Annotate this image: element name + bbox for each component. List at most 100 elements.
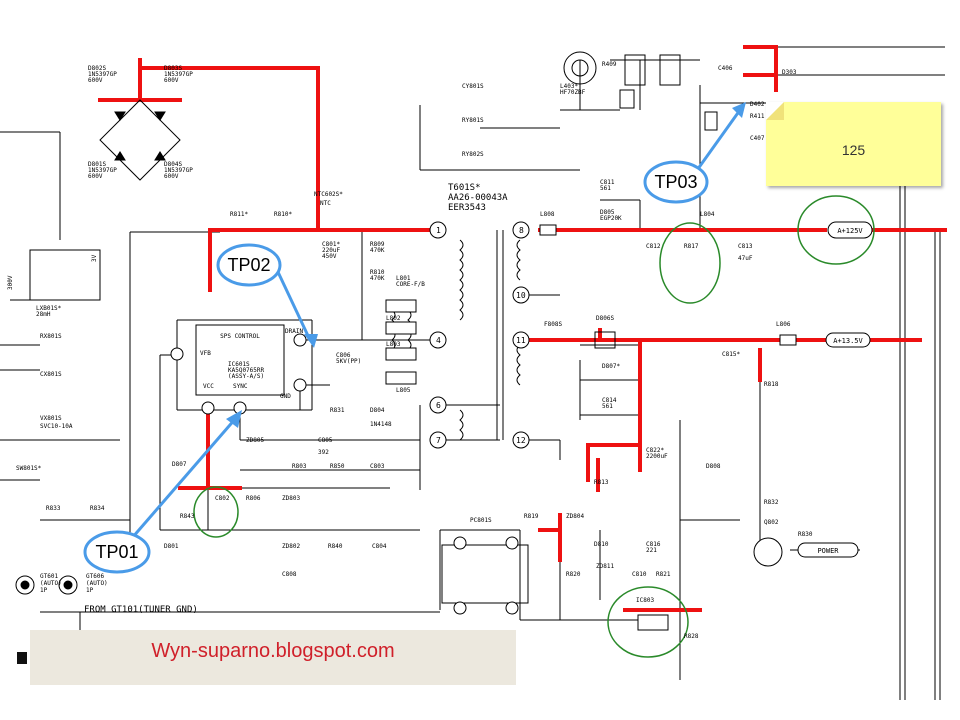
label-c406: C406 xyxy=(718,65,733,72)
label-zd805: ZD805 xyxy=(246,437,264,444)
label-d804v: 1N4148 xyxy=(370,421,392,428)
transformer-pin-1: 1 xyxy=(436,226,441,235)
label-gt601b: (AUTO) xyxy=(40,580,62,587)
label-c801vv: 450V xyxy=(322,253,337,260)
label-zd811: ZD811 xyxy=(596,563,614,570)
label-sw: SW801S* xyxy=(16,465,42,472)
label-rx: RX801S xyxy=(40,333,62,340)
tp02-bubble xyxy=(216,243,282,287)
label-c813: C813 xyxy=(738,243,753,250)
output-a125v: A+125V xyxy=(837,227,863,235)
label-r809v: 470K xyxy=(370,247,385,254)
label-c801: C801* xyxy=(322,241,340,248)
label-d804s: D804S xyxy=(164,161,182,168)
label-gt606c: 1P xyxy=(86,587,94,594)
label-c810: C810 xyxy=(632,571,647,578)
black-wiring xyxy=(0,46,945,700)
transformer-ref: T601S* xyxy=(448,183,481,193)
ic-ref: IC601S xyxy=(228,361,250,368)
label-hf70: HF70ZBF xyxy=(560,89,586,96)
label-r833: R833 xyxy=(46,505,61,512)
component-labels: NTC602S* NTC R811* R810* C801* 220uF 450… xyxy=(7,61,813,640)
label-r803: R803 xyxy=(292,463,307,470)
label-c806v: 5KV(PP) xyxy=(336,358,361,365)
label-d801: D801 xyxy=(164,543,179,550)
label-lxb: LXB01S* xyxy=(36,305,62,312)
label-c808: C808 xyxy=(282,571,297,578)
label-r811: R811* xyxy=(230,211,248,218)
ic-pin-sync: SYNC xyxy=(233,383,248,390)
label-c814v: 561 xyxy=(602,403,613,410)
note-text: 125 xyxy=(841,142,866,158)
label-from-gt101: FROM GT101(TUNER GND) xyxy=(84,605,198,615)
label-ntc: NTC602S* xyxy=(314,191,343,198)
tp01-label: TP01 xyxy=(95,542,138,562)
label-l805: L805 xyxy=(396,387,411,394)
label-c811: C811 xyxy=(600,179,615,186)
transformer-pin-6: 6 xyxy=(436,401,441,410)
output-a13v: A+13.5V xyxy=(833,337,863,345)
label-c805v: 392 xyxy=(318,449,329,456)
tp02-label: TP02 xyxy=(227,255,270,275)
label-r818: R818 xyxy=(764,381,779,388)
callout-bubbles xyxy=(83,160,709,574)
label-c803: C803 xyxy=(370,463,385,470)
label-c816v: 221 xyxy=(646,547,657,554)
label-d804: D804 xyxy=(370,407,385,414)
label-c804: C804 xyxy=(372,543,387,550)
label-core1: CORE-F/B xyxy=(396,281,425,288)
label-c811v: 561 xyxy=(600,185,611,192)
transformer-pin-7: 7 xyxy=(436,436,441,445)
ic-pin-vfb: VFB xyxy=(200,350,211,357)
tp03-bubble xyxy=(643,160,709,204)
label-r809: R809 xyxy=(370,241,385,248)
sticky-note[interactable]: 125 xyxy=(766,102,941,186)
label-300v: 300V xyxy=(7,275,14,290)
label-ry801: RY801S xyxy=(462,117,484,124)
arrow-heads xyxy=(226,102,746,428)
label-d803s-volt: 600V xyxy=(164,77,179,84)
label-r832: R832 xyxy=(764,499,779,506)
label-d807: D807 xyxy=(172,461,187,468)
label-pc801: PC801S xyxy=(470,517,492,524)
label-c813v: 47uF xyxy=(738,255,753,262)
label-r813: R813 xyxy=(594,479,609,486)
label-svc: SVC10-10A xyxy=(40,423,73,430)
label-r850: R850 xyxy=(330,463,345,470)
label-r817: R817 xyxy=(684,243,699,250)
label-zd804: ZD804 xyxy=(566,513,584,520)
slide-marker xyxy=(17,652,27,664)
label-d801s-volt: 600V xyxy=(88,173,103,180)
watermark-text: Wyn-suparno.blogspot.com xyxy=(151,640,395,662)
label-d802s-volt: 600V xyxy=(88,77,103,84)
ic-pin-drain: DRAIN xyxy=(285,328,303,335)
label-d805v: EGP20K xyxy=(600,215,622,222)
sps-control-ic xyxy=(195,324,285,396)
label-gt601: GT601 xyxy=(40,573,58,580)
ic-pin-vcc: VCC xyxy=(203,383,214,390)
transformer-model: EER3543 xyxy=(448,203,486,213)
label-vx: VX801S xyxy=(40,415,62,422)
label-d807s: D807* xyxy=(602,363,620,370)
ic-pin-gnd: GND xyxy=(280,393,291,400)
label-r840: R840 xyxy=(328,543,343,550)
label-d801s: D801S xyxy=(88,161,106,168)
label-r820: R820 xyxy=(566,571,581,578)
transformer-part: AA26-00043A xyxy=(448,193,508,203)
label-c802: C802 xyxy=(215,495,230,502)
label-c812: C812 xyxy=(646,243,661,250)
label-r830: R830 xyxy=(798,531,813,538)
label-ic803: IC803 xyxy=(636,597,654,604)
label-r843: R843 xyxy=(180,513,195,520)
label-d803s-part: 1N5397GP xyxy=(164,71,193,78)
label-3v: 3V xyxy=(91,254,98,262)
label-gt606b: (AUTO) xyxy=(86,580,108,587)
label-lxbv: 28mH xyxy=(36,311,51,318)
label-r831: R831 xyxy=(330,407,345,414)
label-c805: C805 xyxy=(318,437,333,444)
transformer-pin-8: 8 xyxy=(519,226,524,235)
label-cx: CX801S xyxy=(40,371,62,378)
label-c806: C806 xyxy=(336,352,351,359)
tp01-bubble xyxy=(83,530,151,574)
